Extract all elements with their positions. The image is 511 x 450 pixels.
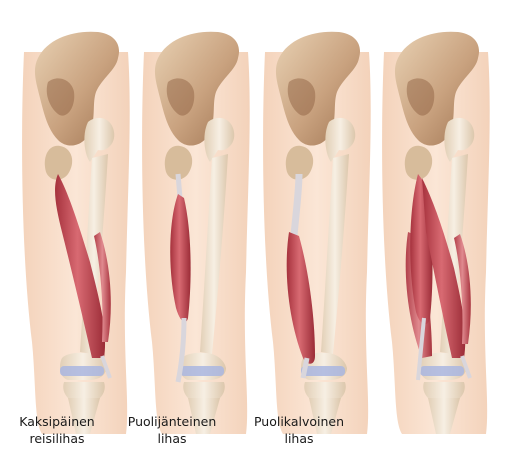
panel-semitendinosus [142, 32, 250, 434]
caption-line: lihas [244, 430, 354, 447]
panel-biceps-femoris [22, 32, 130, 434]
caption-line: Puolikalvoinen [244, 413, 354, 430]
caption-line: lihas [117, 430, 227, 447]
caption-semitendinosus: Puolijänteinen lihas [117, 413, 227, 447]
caption-biceps-femoris: Kaksipäinen reisilihas [2, 413, 112, 447]
caption-line: reisilihas [2, 430, 112, 447]
panel-all-hamstrings [382, 32, 490, 434]
caption-semimembranosus: Puolikalvoinen lihas [244, 413, 354, 447]
panel-semimembranosus [263, 32, 371, 434]
caption-line: Puolijänteinen [117, 413, 227, 430]
caption-line: Kaksipäinen [2, 413, 112, 430]
